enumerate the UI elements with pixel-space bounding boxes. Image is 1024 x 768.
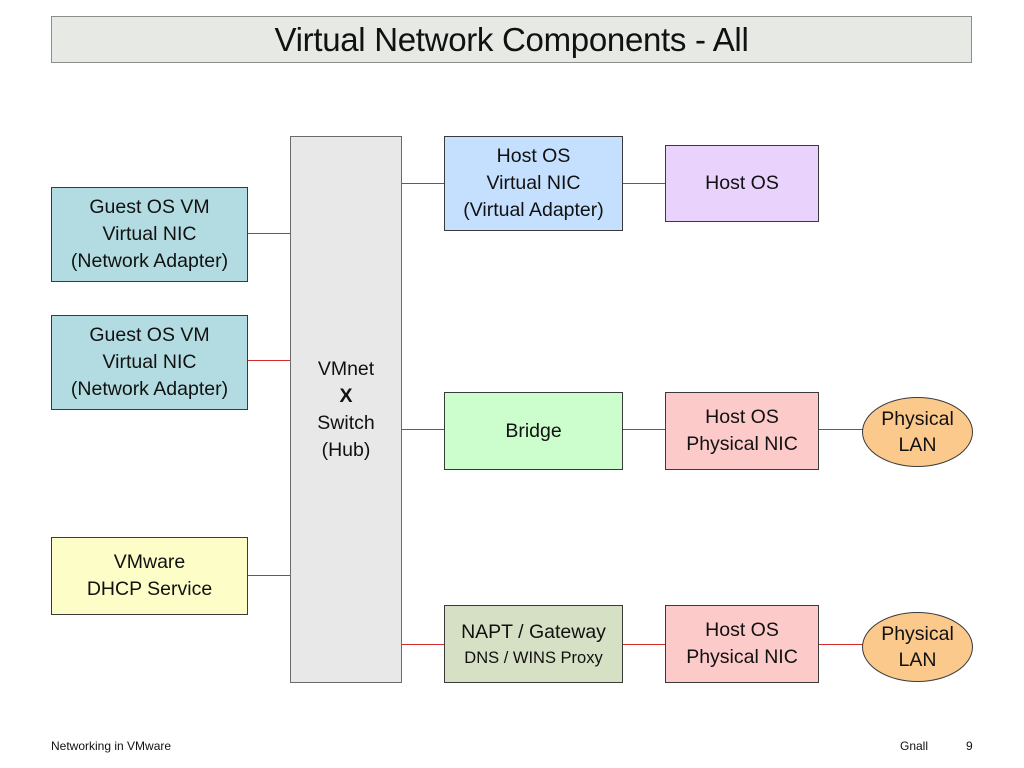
host-os-physical-nic-1: Host OS Physical NIC	[665, 392, 819, 470]
napt-gateway-dns-wins-proxy: NAPT / Gateway DNS / WINS Proxy	[444, 605, 623, 683]
physical-lan-1: Physical LAN	[862, 397, 973, 467]
physical-lan-2-line-1: Physical	[881, 623, 954, 645]
host-vnic-line-2: Virtual NIC	[486, 172, 581, 194]
connector-physical-nic-2-to-lan-2	[818, 644, 863, 645]
host-os: Host OS	[665, 145, 819, 222]
bridge: Bridge	[444, 392, 623, 470]
vmnet-hub-label: (Hub)	[321, 438, 371, 461]
host-os-physical-nic-2: Host OS Physical NIC	[665, 605, 819, 683]
host-vnic-line-1: Host OS	[496, 145, 571, 167]
napt-line-1: NAPT / Gateway	[461, 620, 606, 643]
footer-page-number: 9	[966, 739, 973, 753]
host-vnic-line-3: (Virtual Adapter)	[463, 199, 604, 221]
physical-lan-2-line-2: LAN	[898, 649, 937, 671]
vmnet-number: X	[339, 384, 353, 407]
vmnet-switch-hub: VMnet X Switch (Hub)	[290, 136, 402, 683]
napt-line-2: DNS / WINS Proxy	[464, 648, 603, 667]
host-os-virtual-nic: Host OS Virtual NIC (Virtual Adapter)	[444, 136, 623, 231]
guest-vm-2-line-2: Virtual NIC	[102, 351, 197, 373]
host-os-label: Host OS	[705, 172, 779, 194]
guest-vm-virtual-nic-2: Guest OS VM Virtual NIC (Network Adapter…	[51, 315, 248, 410]
footer-presentation-title: Networking in VMware	[51, 739, 172, 753]
vmware-dhcp-service: VMware DHCP Service	[51, 537, 248, 615]
footer-author: Gnall	[900, 739, 929, 753]
physical-nic-1-line-2: Physical NIC	[686, 433, 798, 455]
vmnet-switch-label: Switch	[317, 411, 375, 434]
physical-lan-1-line-2: LAN	[898, 434, 937, 456]
vmnet-label: VMnet	[317, 357, 375, 380]
guest-vm-1-line-3: (Network Adapter)	[70, 250, 229, 272]
guest-vm-virtual-nic-1: Guest OS VM Virtual NIC (Network Adapter…	[51, 187, 248, 282]
connector-guest-vm-2-to-vmnet	[247, 360, 290, 361]
connector-vmnet-to-host-virtual-nic	[401, 183, 444, 184]
connector-physical-nic-1-to-lan-1	[818, 429, 863, 430]
connector-vmnet-to-bridge	[401, 429, 444, 430]
connector-bridge-to-physical-nic-1	[622, 429, 666, 430]
guest-vm-2-line-1: Guest OS VM	[89, 324, 210, 346]
physical-lan-2: Physical LAN	[862, 612, 973, 682]
dhcp-line-1: VMware	[113, 551, 186, 573]
guest-vm-1-line-2: Virtual NIC	[102, 223, 197, 245]
slide-title: Virtual Network Components - All	[51, 16, 972, 63]
guest-vm-1-line-1: Guest OS VM	[89, 196, 210, 218]
connector-napt-to-physical-nic-2	[622, 644, 666, 645]
physical-nic-2-line-2: Physical NIC	[686, 646, 798, 668]
bridge-label: Bridge	[505, 419, 562, 442]
connector-vmnet-to-napt	[401, 644, 444, 645]
connector-guest-vm-1-to-vmnet	[247, 233, 290, 234]
dhcp-line-2: DHCP Service	[86, 578, 213, 600]
physical-nic-1-line-1: Host OS	[705, 406, 779, 428]
physical-lan-1-line-1: Physical	[881, 408, 954, 430]
physical-nic-2-line-1: Host OS	[705, 619, 779, 641]
guest-vm-2-line-3: (Network Adapter)	[70, 378, 229, 400]
connector-host-virtual-nic-to-host-os	[622, 183, 666, 184]
connector-dhcp-to-vmnet	[247, 575, 290, 576]
